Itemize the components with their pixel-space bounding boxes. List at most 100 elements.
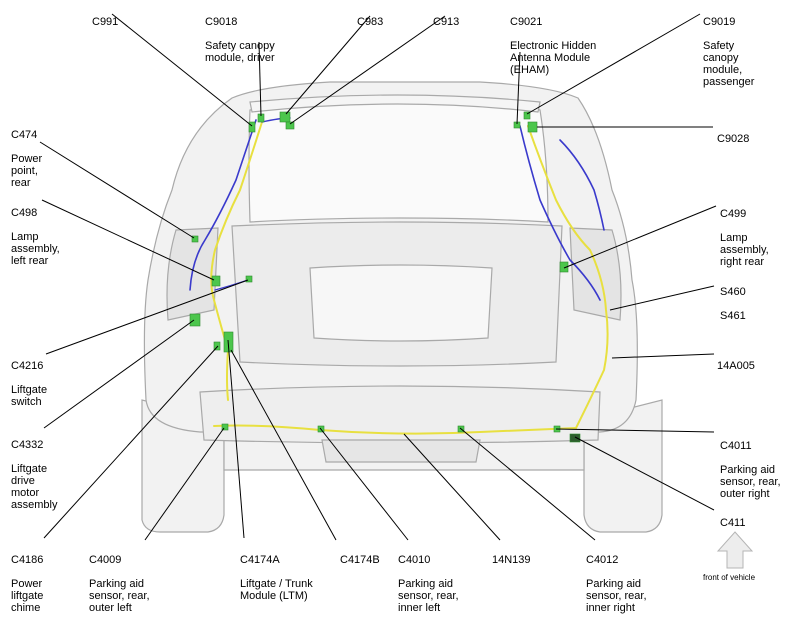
label-code: 14A005 [717, 360, 755, 372]
connector-c474 [191, 235, 199, 243]
label-code: C499 [720, 208, 747, 220]
rear-window [248, 97, 549, 223]
leader-s460 [609, 285, 715, 311]
label-code: C4012 [586, 554, 619, 566]
label-c4011: C4011 Parking aid sensor, rear, outer ri… [720, 428, 781, 512]
label-c4010: C4010 Parking aid sensor, rear, inner le… [398, 542, 459, 626]
label-code: C4174A [240, 554, 280, 566]
label-c9019: C9019 Safety canopy module, passenger [703, 4, 754, 100]
label-desc: Safety canopy module, driver [205, 40, 275, 64]
leader-c499 [563, 205, 717, 269]
leader-c474 [39, 141, 195, 239]
leader-c14n139 [403, 433, 501, 541]
label-c4174a: C4174A Liftgate / Trunk Module (LTM) [240, 542, 313, 614]
leader-c4010 [319, 427, 409, 541]
label-code: C913 [433, 16, 460, 28]
label-c4012: C4012 Parking aid sensor, rear, inner ri… [586, 542, 647, 626]
connector-c4009 [221, 423, 229, 431]
label-desc: Lamp assembly, left rear [11, 231, 60, 267]
harness-blue-left [189, 119, 257, 291]
label-code: C411 [720, 517, 746, 529]
label-c498: C498 Lamp assembly, left rear [11, 195, 60, 279]
label-code: 14N139 [492, 554, 531, 566]
label-c4174b: C4174B [340, 542, 380, 578]
connector-c9028 [527, 121, 538, 133]
leader-c4174b [230, 349, 337, 541]
connector-c411 [569, 433, 581, 443]
harness-blue-right [519, 125, 601, 301]
label-code: C4010 [398, 554, 431, 566]
label-code: C4186 [11, 554, 44, 566]
label-desc: Liftgate drive motor assembly [11, 463, 58, 511]
leader-c4174a [227, 339, 245, 539]
label-c474: C474 Power point, rear [11, 117, 42, 201]
label-desc: Power liftgate chime [11, 578, 44, 614]
connector-c991 [248, 121, 256, 133]
label-code: C474 [11, 129, 38, 141]
label-code: C4011 [720, 440, 752, 452]
label-code: C9021 [510, 16, 543, 28]
label-desc: Safety canopy module, passenger [703, 40, 755, 88]
leader-c913 [289, 15, 446, 125]
harness-blue-right-upper [559, 139, 605, 231]
label-c9021: C9021 Electronic Hidden Antenna Module (… [510, 4, 596, 88]
label-c4009: C4009 Parking aid sensor, rear, outer le… [89, 542, 150, 626]
wiring-harness [189, 117, 609, 435]
harness-yellow-left [210, 121, 263, 401]
leader-c9018 [258, 41, 262, 117]
leader-c4186 [43, 345, 219, 539]
leader-c4216 [45, 279, 249, 355]
connector-c4186 [213, 341, 221, 351]
label-code: C9028 [717, 133, 750, 145]
front-of-vehicle-label: front of vehicle [703, 573, 756, 582]
connector-c4332 [189, 313, 201, 327]
connector-c4216 [245, 275, 253, 283]
leader-c411 [574, 436, 715, 511]
license-plate-recess [309, 264, 493, 342]
harness-yellow-right [527, 125, 609, 429]
label-c4186: C4186 Power liftgate chime [11, 542, 43, 626]
leader-c498 [41, 199, 215, 281]
label-c4216: C4216 Liftgate switch [11, 348, 47, 420]
label-code: C9018 [205, 16, 238, 28]
label-desc: Parking aid sensor, rear, outer right [720, 464, 781, 500]
label-c913: C913 [433, 4, 459, 40]
label-desc: Liftgate / Trunk Module (LTM) [240, 578, 313, 602]
label-code: S460 [720, 286, 746, 298]
leader-lines [39, 13, 717, 541]
right-tail-lamp [569, 227, 622, 321]
label-desc: Parking aid sensor, rear, outer left [89, 578, 150, 614]
harness-bumper [213, 424, 577, 435]
label-s460: S460 S461 [720, 274, 746, 334]
leader-c4011 [555, 428, 715, 433]
label-desc: Liftgate switch [11, 384, 48, 408]
connector-c9019 [523, 111, 531, 120]
label-c9018: C9018 Safety canopy module, driver [205, 4, 275, 76]
connector-c913 [285, 121, 295, 130]
label-code: C4009 [89, 554, 122, 566]
wiring-diagram [39, 13, 754, 569]
connector-c498 [211, 275, 221, 287]
leader-c4009 [144, 427, 225, 541]
label-code: C4332 [11, 439, 44, 451]
label-code: C4174B [340, 554, 380, 566]
label-c9028: C9028 [717, 121, 749, 157]
label-code: C991 [92, 16, 119, 28]
leader-c991 [111, 13, 253, 127]
label-desc: Parking aid sensor, rear, inner left [398, 578, 459, 614]
label-desc: S461 [720, 310, 746, 322]
leader-c4012 [459, 427, 596, 541]
label-c4332: C4332 Liftgate drive motor assembly [11, 427, 57, 523]
label-desc: Lamp assembly, right rear [720, 232, 769, 268]
label-desc: Electronic Hidden Antenna Module (EHAM) [510, 40, 597, 76]
leader-c4332 [43, 319, 195, 429]
label-c991: C991 [92, 4, 118, 40]
leader-c9021 [516, 51, 521, 125]
connector-c983 [279, 111, 291, 123]
label-c499: C499 Lamp assembly, right rear [720, 196, 769, 280]
label-desc: Power point, rear [11, 153, 43, 189]
label-desc: Parking aid sensor, rear, inner right [586, 578, 647, 614]
label-code: C498 [11, 207, 38, 219]
hitch-area [321, 439, 481, 463]
label-14n139: 14N139 [492, 542, 531, 578]
